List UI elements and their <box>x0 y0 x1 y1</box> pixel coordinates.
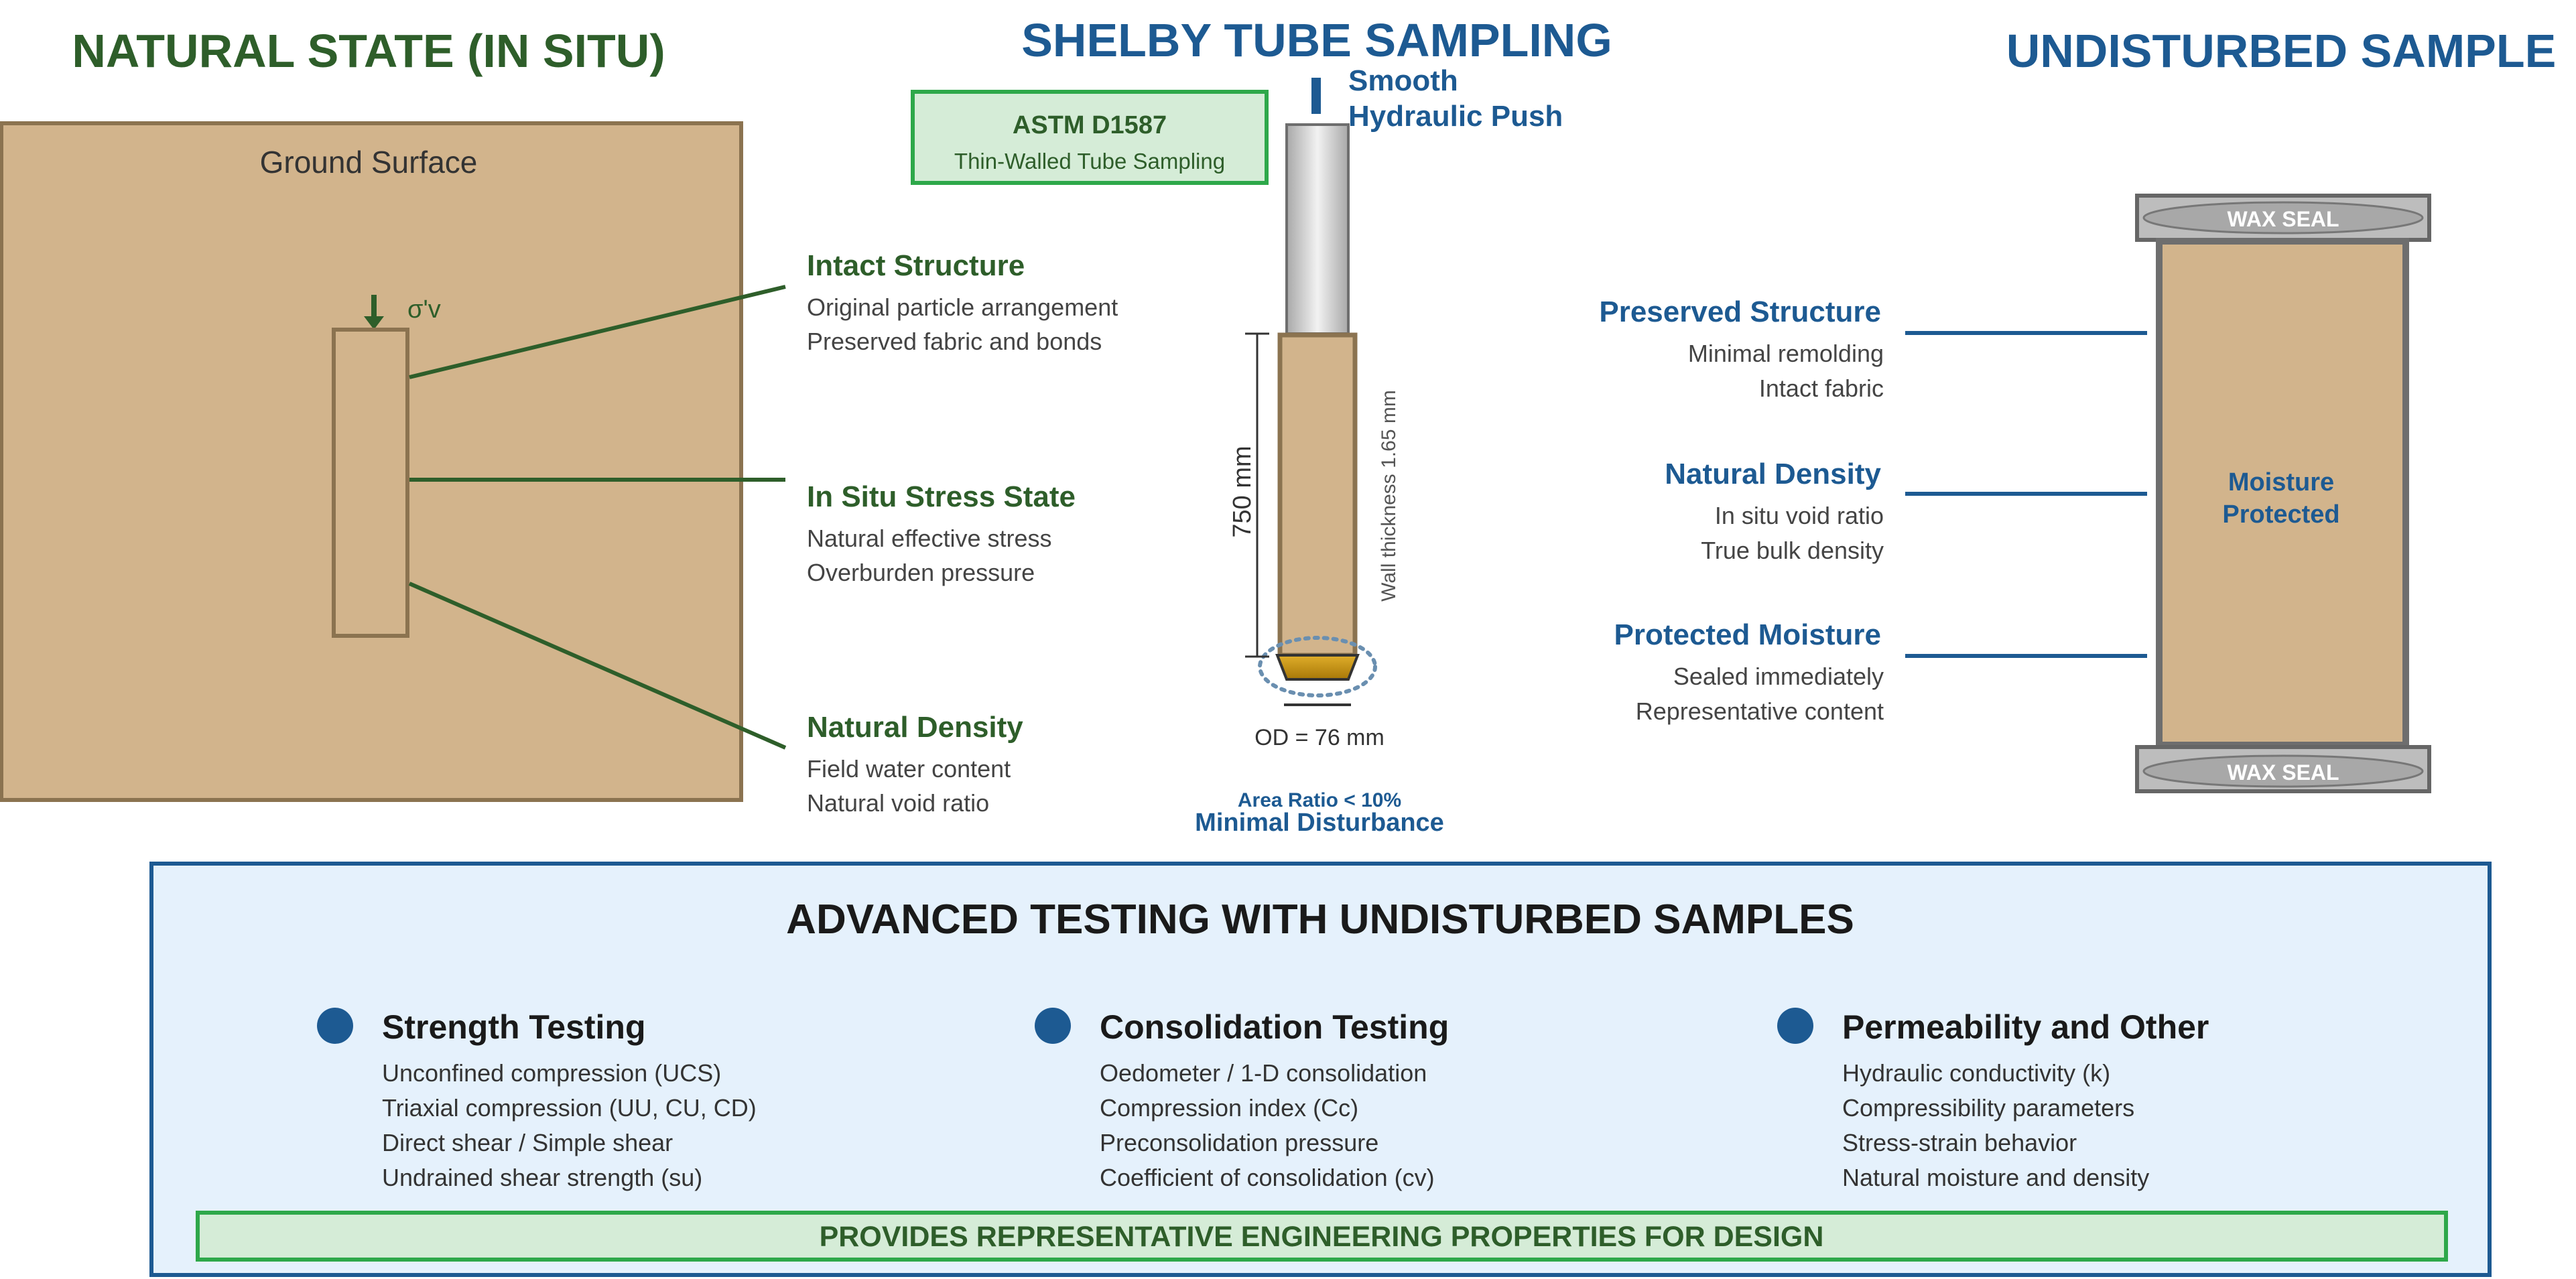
column-title: Permeability and Other <box>1842 1008 2209 1046</box>
shelby-tube <box>1277 332 1358 658</box>
bullet-icon <box>1035 1008 1071 1044</box>
feature-title: Natural Density <box>1665 458 1881 490</box>
standard-desc: Thin-Walled Tube Sampling <box>954 149 1225 174</box>
column-item: Coefficient of consolidation (cv) <box>1100 1164 1435 1191</box>
push-label-line1: Smooth <box>1348 64 1458 97</box>
leader-line-structure <box>409 285 786 379</box>
stress-arrow-icon <box>364 316 384 330</box>
leader-line-density <box>408 582 787 750</box>
wax-seal-bottom-disc <box>2142 754 2424 788</box>
cutting-shoe <box>1275 654 1360 681</box>
column-item: Direct shear / Simple shear <box>382 1129 673 1156</box>
bullet-icon <box>1777 1008 1813 1044</box>
feature-line: Preserved fabric and bonds <box>807 328 1102 355</box>
testing-column-consolidation: Consolidation Testing Oedometer / 1-D co… <box>1035 1008 1449 1191</box>
length-label: 750 mm <box>1228 446 1257 537</box>
wall-thickness-label: Wall thickness 1.65 mm <box>1378 390 1400 602</box>
column-item: Oedometer / 1-D consolidation <box>1100 1059 1427 1087</box>
wax-seal-top-label: WAX SEAL <box>2227 207 2339 231</box>
column-item: Hydraulic conductivity (k) <box>1842 1059 2110 1087</box>
astm-standard-box <box>911 90 1269 185</box>
stress-symbol: σ'v <box>407 295 441 324</box>
wax-seal-top-disc <box>2142 201 2424 234</box>
drive-rod <box>1285 123 1350 335</box>
right-title: UNDISTURBED SAMPLE <box>2006 25 2557 77</box>
feature-title: Intact Structure <box>807 249 1025 282</box>
od-label: OD = 76 mm <box>1254 725 1384 750</box>
testing-column-permeability: Permeability and Other Hydraulic conduct… <box>1777 1008 2209 1191</box>
feature-line: Original particle arrangement <box>807 293 1118 321</box>
column-title: Consolidation Testing <box>1100 1008 1449 1046</box>
right-feature-structure: Preserved Structure Minimal remolding In… <box>1599 295 1884 402</box>
push-indicator-icon <box>1311 78 1321 114</box>
left-title: NATURAL STATE (IN SITU) <box>72 25 665 77</box>
design-banner-text: PROVIDES REPRESENTATIVE ENGINEERING PROP… <box>820 1221 1824 1253</box>
design-banner <box>196 1211 2448 1262</box>
feature-line: Representative content <box>1636 697 1884 725</box>
column-item: Unconfined compression (UCS) <box>382 1059 721 1087</box>
right-feature-moisture: Protected Moisture Sealed immediately Re… <box>1614 618 1884 725</box>
column-item: Stress-strain behavior <box>1842 1129 2077 1156</box>
moisture-label-line2: Protected <box>2222 500 2339 529</box>
column-item: Preconsolidation pressure <box>1100 1129 1378 1156</box>
feature-line: Overburden pressure <box>807 559 1035 586</box>
feature-line: Minimal remolding <box>1688 340 1884 367</box>
ground-surface-label: Ground Surface <box>260 145 478 180</box>
feature-line: Sealed immediately <box>1673 663 1884 690</box>
feature-line: Field water content <box>807 755 1011 783</box>
bullet-icon <box>317 1008 353 1044</box>
center-title: SHELBY TUBE SAMPLING <box>1021 14 1612 66</box>
feature-line: Natural void ratio <box>807 789 989 817</box>
feature-title: In Situ Stress State <box>807 480 1076 513</box>
disturbance-label: Minimal Disturbance <box>1195 809 1444 837</box>
testing-panel-title: ADVANCED TESTING WITH UNDISTURBED SAMPLE… <box>786 896 1854 943</box>
column-item: Undrained shear strength (su) <box>382 1164 702 1191</box>
testing-panel <box>149 862 2492 1277</box>
wax-seal-bottom-label: WAX SEAL <box>2227 760 2339 785</box>
feature-line: In situ void ratio <box>1715 502 1884 529</box>
feature-title: Protected Moisture <box>1614 618 1881 651</box>
standard-code: ASTM D1587 <box>1013 111 1167 139</box>
feature-line: Intact fabric <box>1759 375 1884 402</box>
column-title: Strength Testing <box>382 1008 646 1046</box>
left-feature-density: Natural Density Field water content Natu… <box>807 711 1023 817</box>
testing-column-strength: Strength Testing Unconfined compression … <box>317 1008 757 1191</box>
column-item: Natural moisture and density <box>1842 1164 2149 1191</box>
soil-element <box>332 328 409 638</box>
feature-title: Preserved Structure <box>1599 295 1881 328</box>
right-feature-density: Natural Density In situ void ratio True … <box>1665 458 1884 564</box>
column-item: Triaxial compression (UU, CU, CD) <box>382 1094 757 1122</box>
column-item: Compression index (Cc) <box>1100 1094 1358 1122</box>
feature-title: Natural Density <box>807 711 1023 744</box>
area-ratio-label: Area Ratio < 10% <box>1238 789 1401 811</box>
column-item: Compressibility parameters <box>1842 1094 2134 1122</box>
left-feature-structure: Intact Structure Original particle arran… <box>807 249 1118 355</box>
moisture-label-line1: Moisture <box>2228 468 2334 496</box>
cutting-edge-highlight <box>1258 636 1377 697</box>
push-label-line2: Hydraulic Push <box>1348 100 1563 133</box>
feature-line: True bulk density <box>1701 537 1884 564</box>
feature-line: Natural effective stress <box>807 525 1051 552</box>
left-feature-stress: In Situ Stress State Natural effective s… <box>807 480 1076 586</box>
